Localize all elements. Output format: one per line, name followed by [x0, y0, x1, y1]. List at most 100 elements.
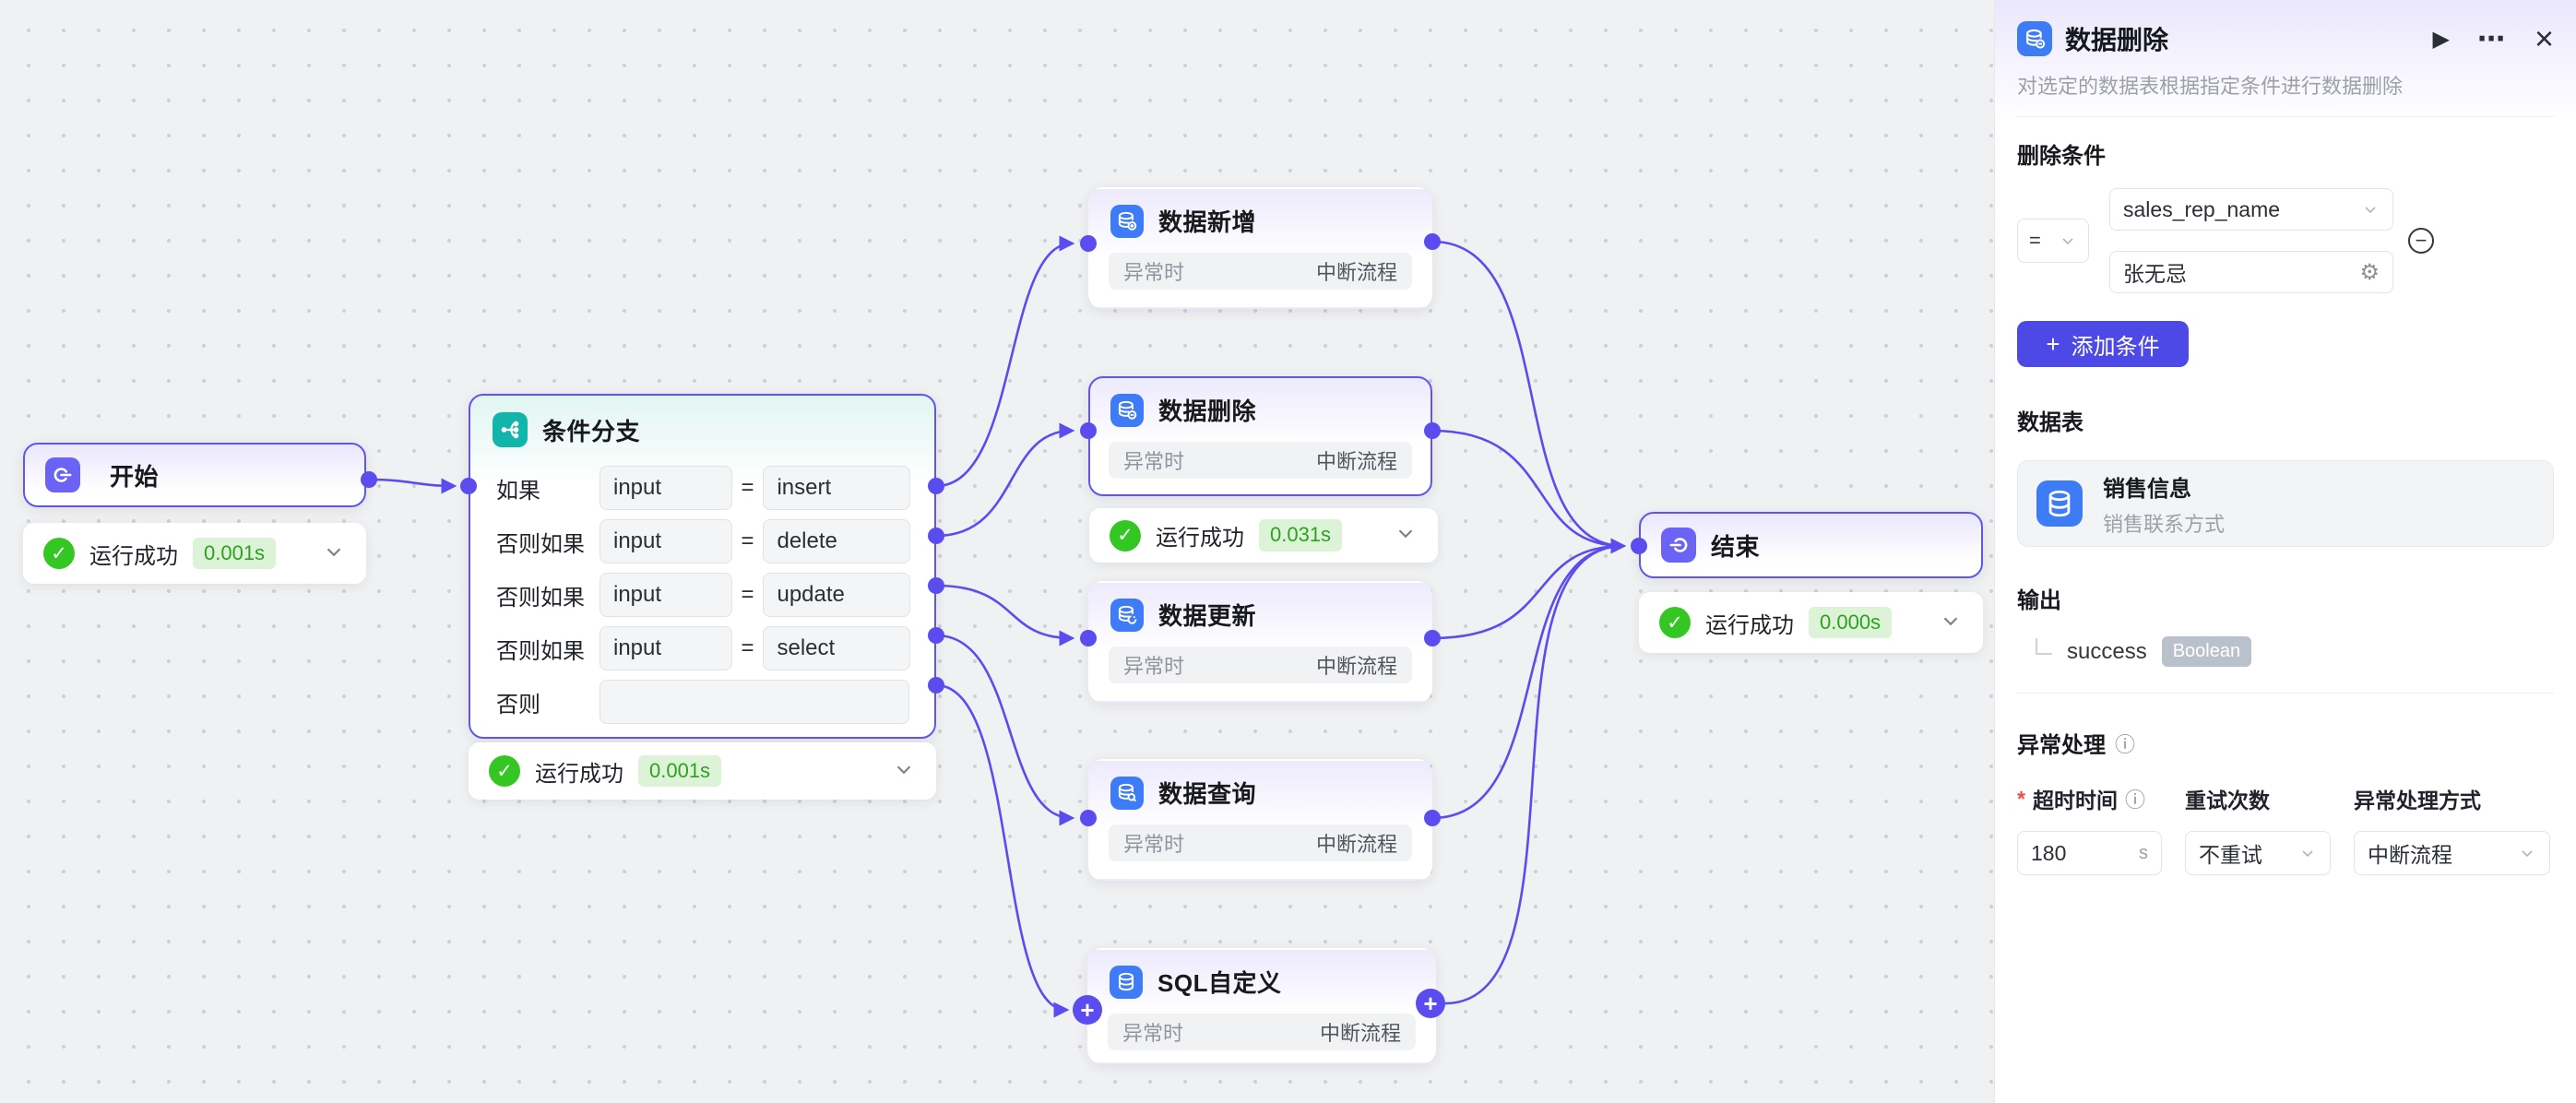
info-icon[interactable]: ⓘ	[2115, 729, 2135, 758]
required-asterisk: *	[2017, 787, 2025, 812]
operator-value: =	[2029, 229, 2041, 253]
database-delete-icon	[1110, 394, 1144, 427]
on-error-action: 中断流程	[1316, 256, 1397, 286]
condition-row: 否则如果 input = update	[496, 573, 910, 617]
database-delete-icon	[2017, 21, 2052, 56]
edge-start-condition	[369, 480, 454, 486]
condition-right-field[interactable]: update	[763, 573, 910, 617]
condition-right-field[interactable]: insert	[763, 466, 910, 510]
node-data-query[interactable]: 数据查询 异常时 中断流程	[1088, 759, 1432, 881]
node-data-insert[interactable]: 数据新增 异常时 中断流程	[1088, 187, 1432, 309]
exception-bar[interactable]: 异常时 中断流程	[1108, 1014, 1416, 1050]
condition-right-field[interactable]: delete	[763, 519, 910, 563]
status-label: 运行成功	[89, 538, 178, 570]
success-check-icon: ✓	[1110, 520, 1141, 552]
timeout-input[interactable]: 180 s	[2017, 831, 2162, 875]
node-title: 数据删除	[1158, 393, 1256, 427]
field-select[interactable]: sales_rep_name	[2109, 188, 2393, 231]
workflow-canvas[interactable]: 开始 ✓ 运行成功 0.001s 条件分支 如果 input =	[0, 0, 1994, 1103]
edge-condition-query	[936, 635, 1072, 818]
on-error-label: 异常时	[1123, 256, 1184, 286]
condition-row: 否则如果 input = delete	[496, 519, 910, 563]
success-check-icon: ✓	[1659, 607, 1691, 638]
node-start[interactable]: 开始	[23, 443, 366, 507]
condition-run-status[interactable]: ✓ 运行成功 0.001s	[469, 742, 936, 800]
condition-left-field[interactable]: input	[599, 573, 732, 617]
node-title: 开始	[110, 458, 159, 492]
delete-condition-heading: 删除条件	[2017, 137, 2554, 170]
on-error-label: 异常时	[1123, 650, 1184, 680]
start-run-status[interactable]: ✓ 运行成功 0.001s	[23, 523, 366, 584]
exception-mode-label: 异常处理方式	[2354, 783, 2550, 814]
node-title: SQL自定义	[1157, 965, 1281, 999]
condition-operator: =	[732, 635, 764, 661]
exception-bar[interactable]: 异常时 中断流程	[1109, 824, 1412, 861]
value-input[interactable]: 张无忌 ⚙	[2109, 251, 2393, 293]
retry-select[interactable]: 不重试	[2185, 831, 2331, 875]
end-run-status[interactable]: ✓ 运行成功 0.000s	[1639, 592, 1983, 653]
on-error-label: 异常时	[1123, 445, 1184, 475]
edge-query-end	[1432, 546, 1623, 818]
condition-else-field[interactable]	[599, 680, 909, 724]
condition-left-field[interactable]: input	[599, 519, 732, 563]
output-heading: 输出	[2017, 582, 2554, 614]
node-data-delete[interactable]: 数据删除 异常时 中断流程	[1088, 376, 1432, 496]
condition-operator: =	[732, 582, 764, 608]
on-error-action: 中断流程	[1316, 650, 1397, 680]
node-end[interactable]: 结束	[1639, 512, 1983, 578]
run-node-button[interactable]: ▶	[2433, 26, 2450, 53]
delete-run-status[interactable]: ✓ 运行成功 0.031s	[1089, 508, 1438, 563]
condition-row-label: 否则如果	[496, 579, 599, 611]
data-table-heading: 数据表	[2017, 404, 2554, 436]
add-condition-button[interactable]: + 添加条件	[2017, 321, 2189, 367]
node-condition[interactable]: 条件分支 如果 input = insert 否则如果 input = dele…	[469, 394, 936, 739]
exception-bar[interactable]: 异常时 中断流程	[1109, 646, 1412, 683]
section-divider	[2017, 693, 2554, 694]
chevron-down-icon[interactable]	[322, 540, 346, 568]
duration-badge: 0.001s	[193, 538, 276, 569]
condition-right-field[interactable]: select	[763, 626, 910, 670]
add-node-button-right[interactable]: +	[1416, 989, 1445, 1018]
tree-connector	[2036, 638, 2052, 655]
field-value: sales_rep_name	[2123, 197, 2280, 222]
remove-condition-button[interactable]: −	[2408, 228, 2434, 254]
branch-icon	[493, 412, 528, 447]
condition-left-field[interactable]: input	[599, 466, 732, 510]
delete-condition-row: = sales_rep_name 张无忌 ⚙ −	[2017, 188, 2554, 293]
on-error-action: 中断流程	[1316, 828, 1397, 858]
table-description: 销售联系方式	[2103, 508, 2225, 538]
chevron-down-icon[interactable]	[892, 757, 916, 786]
gear-icon[interactable]: ⚙	[2359, 259, 2380, 286]
info-icon[interactable]: ⓘ	[2125, 784, 2145, 813]
operator-select[interactable]: =	[2017, 219, 2089, 263]
timeout-value: 180	[2031, 841, 2066, 866]
node-data-update[interactable]: 数据更新 异常时 中断流程	[1088, 581, 1432, 703]
exception-bar[interactable]: 异常时 中断流程	[1109, 442, 1412, 479]
panel-subtitle: 对选定的数据表根据指定条件进行数据删除	[2017, 70, 2554, 117]
edge-condition-sql	[936, 685, 1066, 1010]
condition-left-field[interactable]: input	[599, 626, 732, 670]
exception-bar[interactable]: 异常时 中断流程	[1109, 253, 1412, 290]
chevron-down-icon	[2361, 200, 2380, 219]
edge-insert-end	[1432, 242, 1623, 546]
chevron-down-icon[interactable]	[1939, 609, 1963, 637]
chevron-down-icon[interactable]	[1394, 521, 1418, 550]
success-check-icon: ✓	[489, 755, 520, 787]
node-sql-custom[interactable]: SQL自定义 异常时 中断流程	[1087, 948, 1436, 1064]
data-table-card[interactable]: 销售信息 销售联系方式	[2017, 460, 2554, 547]
status-label: 运行成功	[535, 755, 623, 788]
on-error-label: 异常时	[1122, 1017, 1183, 1047]
on-error-action: 中断流程	[1320, 1017, 1401, 1047]
add-node-button-left[interactable]: +	[1073, 995, 1102, 1025]
condition-row-label: 否则	[496, 686, 599, 718]
edge-delete-end	[1432, 431, 1623, 546]
edge-update-end	[1432, 546, 1623, 638]
end-icon	[1661, 528, 1696, 563]
more-actions-button[interactable]: ⋯	[2477, 23, 2507, 55]
status-label: 运行成功	[1156, 519, 1244, 552]
close-panel-button[interactable]: ×	[2534, 22, 2554, 55]
chevron-down-icon	[2059, 231, 2077, 250]
exception-mode-select[interactable]: 中断流程	[2354, 831, 2550, 875]
condition-row: 否则如果 input = select	[496, 626, 910, 670]
node-config-panel: 数据删除 ▶ ⋯ × 对选定的数据表根据指定条件进行数据删除 删除条件 = sa…	[1994, 0, 2576, 1103]
